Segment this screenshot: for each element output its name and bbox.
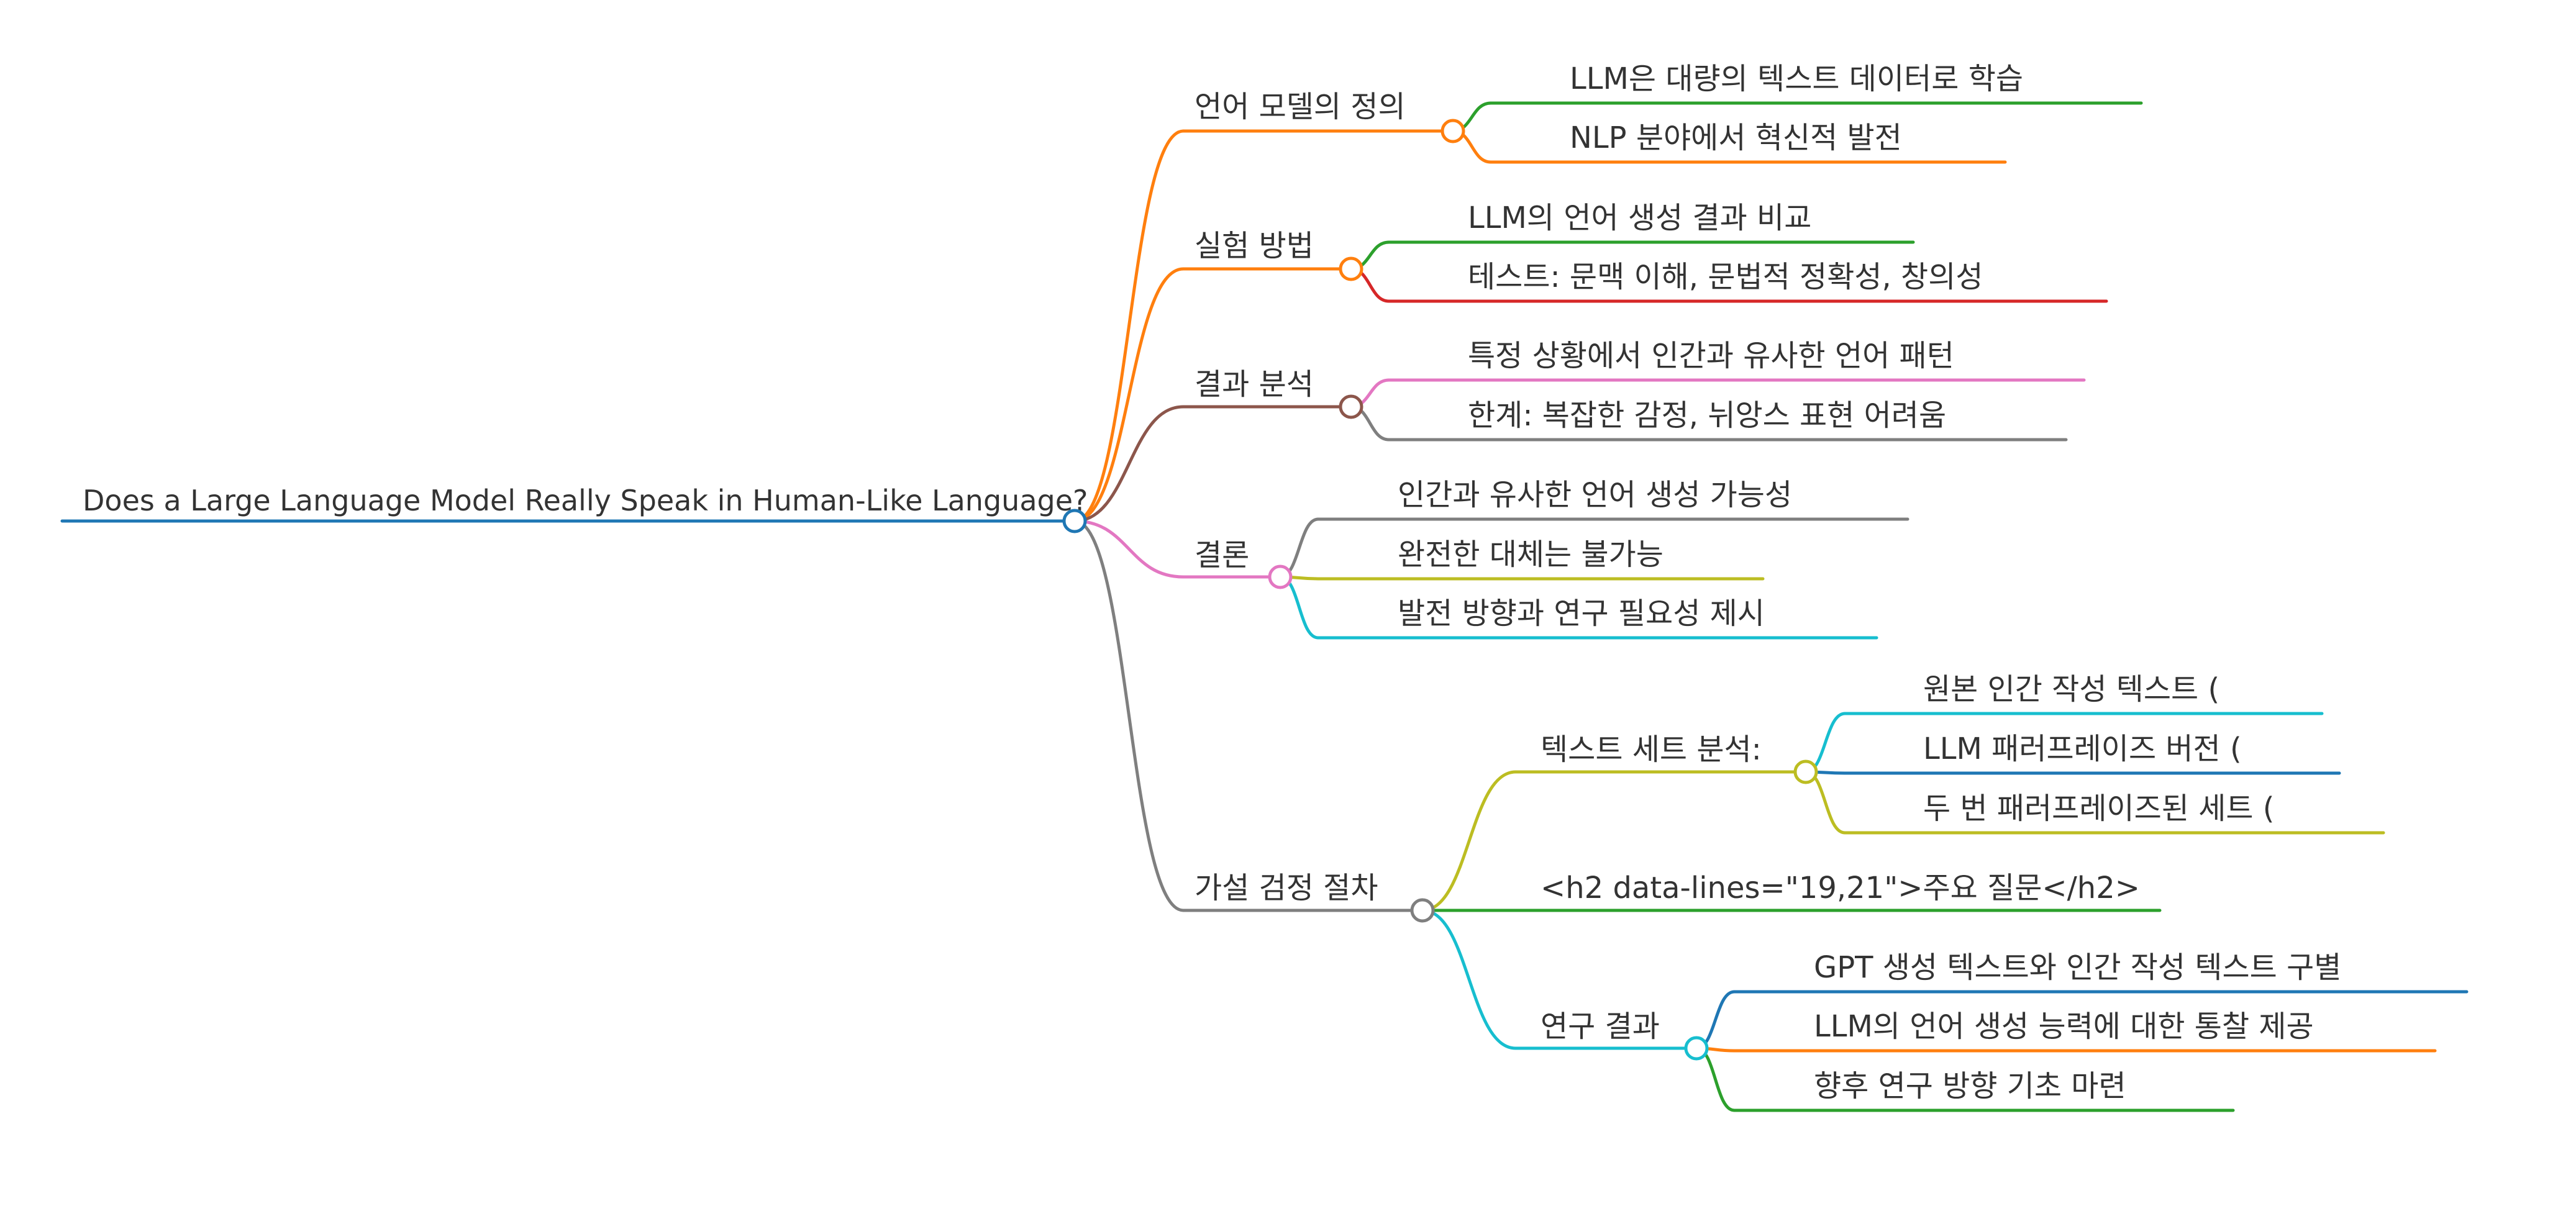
leaf-label: <h2 data-lines="19,21">주요 질문</h2> [1541, 871, 2140, 905]
edge-branch-to-subbranch [1421, 909, 1518, 1050]
leaf-label: 한계: 복잡한 감정, 뉘앙스 표현 어려움 [1468, 398, 1946, 433]
branch-hypothesis-testing[interactable]: 가설 검정 절차 [1195, 871, 1435, 923]
leaf-no-full-replacement[interactable]: 완전한 대체는 불가능 [1398, 537, 1663, 572]
branch-label: 결과 분석 [1195, 367, 1314, 402]
leaf-label: 특정 상황에서 인간과 유사한 언어 패턴 [1468, 338, 1954, 373]
branch-result-analysis[interactable]: 결과 분석 [1195, 367, 1363, 419]
leaf-human-like-pattern[interactable]: 특정 상황에서 인간과 유사한 언어 패턴 [1468, 338, 1954, 373]
subbranch-label: 텍스트 세트 분석: [1541, 732, 1762, 767]
branch-node-circle[interactable] [1339, 256, 1363, 281]
branch-label: 가설 검정 절차 [1195, 871, 1378, 905]
root-node-circle[interactable] [1062, 509, 1087, 533]
root-node[interactable]: Does a Large Language Model Really Speak… [60, 484, 1088, 533]
leaf-future-research-basis[interactable]: 향후 연구 방향 기초 마련 [1814, 1069, 2126, 1104]
subbranch-node-circle[interactable] [1793, 759, 1818, 784]
branch-label: 언어 모델의 정의 [1195, 89, 1406, 124]
branch-conclusion[interactable]: 결론 [1195, 538, 1293, 589]
leaf-label: LLM 패러프레이즈 버전 ( [1923, 732, 2242, 766]
leaf-original-human-text[interactable]: 원본 인간 작성 텍스트 ( [1923, 672, 2219, 707]
leaf-label: 완전한 대체는 불가능 [1398, 537, 1663, 572]
leaf-nlp-innovation[interactable]: NLP 분야에서 혁신적 발전 [1570, 120, 1902, 155]
subbranch-research-results[interactable]: 연구 결과 [1541, 1009, 1709, 1061]
leaf-label: LLM의 언어 생성 능력에 대한 통찰 제공 [1814, 1009, 2314, 1044]
edge-root-to-branch [1073, 267, 1185, 523]
leaf-gpt-vs-human[interactable]: GPT 생성 텍스트와 인간 작성 텍스트 구별 [1814, 950, 2341, 985]
edge-root-to-branch [1073, 519, 1185, 579]
leaf-label: NLP 분야에서 혁신적 발전 [1570, 120, 1902, 155]
branch-language-model-definition[interactable]: 언어 모델의 정의 [1195, 89, 1465, 143]
leaf-llm-insight[interactable]: LLM의 언어 생성 능력에 대한 통찰 제공 [1814, 1009, 2314, 1044]
leaf-label: 원본 인간 작성 텍스트 ( [1923, 672, 2219, 707]
leaf-human-like-possibility[interactable]: 인간과 유사한 언어 생성 가능성 [1398, 478, 1792, 512]
edges-layer [1073, 101, 2469, 1112]
leaf-label: LLM은 대량의 텍스트 데이터로 학습 [1570, 61, 2023, 96]
leaf-test-criteria[interactable]: 테스트: 문맥 이해, 문법적 정확성, 창의성 [1468, 260, 1983, 294]
leaf-llm-paraphrase[interactable]: LLM 패러프레이즈 버전 ( [1923, 732, 2242, 766]
leaf-label: 테스트: 문맥 이해, 문법적 정확성, 창의성 [1468, 260, 1983, 294]
leaf-llm-compare[interactable]: LLM의 언어 생성 결과 비교 [1468, 201, 1811, 235]
branch-node-circle[interactable] [1440, 119, 1465, 143]
branch-label: 결론 [1195, 538, 1249, 573]
leaf-label: 향후 연구 방향 기초 마련 [1814, 1069, 2126, 1104]
branch-node-circle[interactable] [1410, 898, 1435, 923]
leaf-label: LLM의 언어 생성 결과 비교 [1468, 201, 1811, 235]
leaf-future-direction[interactable]: 발전 방향과 연구 필요성 제시 [1398, 596, 1765, 631]
edge-branch-to-subbranch [1421, 770, 1518, 912]
leaf-main-question[interactable]: <h2 data-lines="19,21">주요 질문</h2> [1541, 871, 2140, 905]
leaf-label: 두 번 패러프레이즈된 세트 ( [1923, 791, 2275, 826]
edge-root-to-branch [1073, 405, 1185, 523]
branch-experiment-method[interactable]: 실험 방법 [1195, 229, 1363, 281]
branch-node-circle[interactable] [1339, 394, 1363, 419]
branch-label: 실험 방법 [1195, 229, 1314, 263]
branch-node-circle[interactable] [1268, 564, 1293, 589]
leaf-double-paraphrase[interactable]: 두 번 패러프레이즈된 세트 ( [1923, 791, 2275, 826]
leaf-llm-training[interactable]: LLM은 대량의 텍스트 데이터로 학습 [1570, 61, 2023, 96]
leaf-label: 인간과 유사한 언어 생성 가능성 [1398, 478, 1792, 512]
edge-root-to-branch [1073, 129, 1185, 523]
leaf-limitations[interactable]: 한계: 복잡한 감정, 뉘앙스 표현 어려움 [1468, 398, 1946, 433]
leaf-label: GPT 생성 텍스트와 인간 작성 텍스트 구별 [1814, 950, 2341, 985]
leaf-label: 발전 방향과 연구 필요성 제시 [1398, 596, 1765, 631]
subbranch-text-set-analysis[interactable]: 텍스트 세트 분석: [1541, 732, 1818, 784]
root-label: Does a Large Language Model Really Speak… [83, 484, 1088, 517]
subbranch-label: 연구 결과 [1541, 1009, 1660, 1044]
subbranch-node-circle[interactable] [1684, 1036, 1709, 1061]
edge-root-to-branch [1073, 519, 1185, 912]
